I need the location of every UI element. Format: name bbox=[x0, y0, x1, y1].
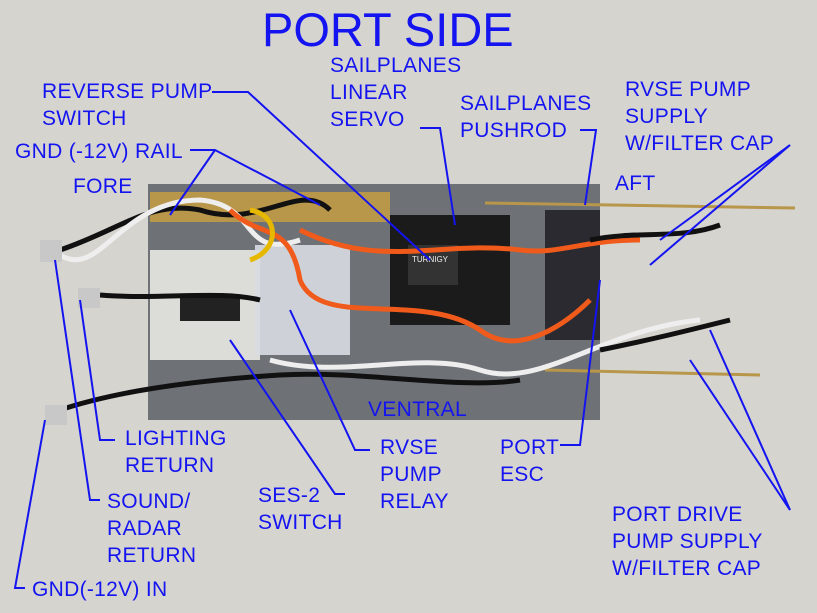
ventral-label: VENTRAL bbox=[368, 398, 467, 421]
gnd-rail-label: GND (-12V) RAIL bbox=[15, 140, 183, 163]
port-esc-label: PORT ESC bbox=[500, 434, 559, 488]
connector-2 bbox=[78, 288, 100, 308]
label-line: W/FILTER CAP bbox=[625, 132, 775, 155]
label-line: PUMP bbox=[380, 463, 442, 486]
wires bbox=[58, 197, 731, 413]
label-line: PORT bbox=[500, 436, 560, 459]
esc bbox=[545, 210, 600, 340]
fore-label: FORE bbox=[73, 175, 133, 198]
connector-3 bbox=[45, 405, 67, 425]
label-line: SAILPLANES bbox=[460, 92, 592, 115]
label-line: SOUND/ bbox=[107, 490, 191, 513]
label-line: SES-2 bbox=[258, 484, 321, 507]
sound-radar-return-label: SOUND/ RADAR RETURN bbox=[107, 488, 196, 569]
label-line: RADAR bbox=[107, 517, 183, 540]
sailplanes-pushrod-label: SAILPLANES PUSHROD bbox=[460, 90, 591, 144]
page-title: PORT SIDE bbox=[262, 3, 514, 56]
label-line: PUSHROD bbox=[460, 119, 568, 142]
label-line: RVSE bbox=[380, 436, 439, 459]
label-line: RELAY bbox=[380, 490, 449, 513]
label-line: SERVO bbox=[330, 108, 405, 131]
label-line: LINEAR bbox=[330, 81, 408, 104]
ses2-switch-label: SES-2 SWITCH bbox=[258, 482, 343, 536]
ic-chip bbox=[180, 295, 240, 321]
rvse-pump-relay-label: RVSE PUMP RELAY bbox=[380, 434, 449, 515]
label-line: RVSE PUMP bbox=[625, 78, 752, 101]
label-line: ESC bbox=[500, 463, 545, 486]
aft-label: AFT bbox=[615, 172, 656, 195]
pushrod-upper bbox=[484, 201, 796, 210]
rvse-pump-supply-label: RVSE PUMP SUPPLY W/FILTER CAP bbox=[625, 76, 774, 157]
label-line: SWITCH bbox=[258, 511, 343, 534]
leader-lines bbox=[13, 91, 791, 589]
gnd-in-label: GND(-12V) IN bbox=[32, 578, 168, 601]
label-line: LIGHTING bbox=[125, 427, 227, 450]
label-line: PORT DRIVE bbox=[612, 503, 743, 526]
connector-1 bbox=[40, 240, 62, 262]
label-line: RETURN bbox=[107, 544, 197, 567]
label-line: REVERSE PUMP bbox=[42, 80, 213, 103]
label-line: RETURN bbox=[125, 454, 215, 477]
sailplanes-linear-servo-label: SAILPLANES LINEAR SERVO bbox=[330, 52, 461, 133]
label-line: SAILPLANES bbox=[330, 54, 462, 77]
pushrod-lower bbox=[544, 368, 761, 377]
reverse-pump-switch-label: REVERSE PUMP SWITCH bbox=[42, 78, 212, 132]
label-line: SWITCH bbox=[42, 107, 127, 130]
label-line: W/FILTER CAP bbox=[612, 557, 762, 580]
label-line: SUPPLY bbox=[625, 105, 709, 128]
lighting-return-label: LIGHTING RETURN bbox=[125, 425, 227, 479]
label-line: PUMP SUPPLY bbox=[612, 530, 763, 553]
port-drive-pump-supply-label: PORT DRIVE PUMP SUPPLY W/FILTER CAP bbox=[612, 501, 763, 582]
